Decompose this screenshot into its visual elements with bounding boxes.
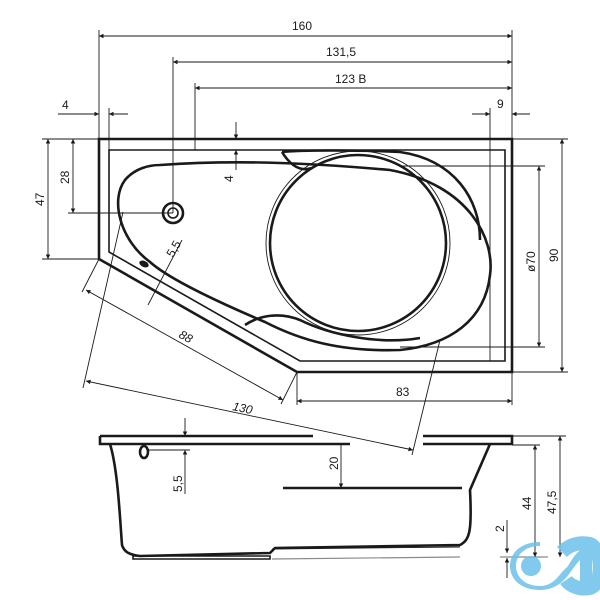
dim-drain-offset: 28 — [58, 170, 72, 184]
dim-overflow-offset: 5,5 — [171, 475, 185, 492]
inner-rim — [108, 149, 506, 362]
dim-inner-rim-offset: 4 — [222, 175, 236, 182]
armrest-top-tip — [280, 151, 313, 171]
dim-bottom-straight: 83 — [396, 385, 410, 399]
dim-angled-side: 88 — [177, 327, 196, 346]
side-body — [108, 443, 492, 558]
dim-seat-depth: 20 — [327, 456, 341, 470]
side-overflow-icon — [138, 444, 150, 460]
side-view: 5,5 20 44 47,5 2 — [98, 418, 566, 578]
dim-length-b: 123 B — [335, 72, 366, 86]
dim-diagonal: 130 — [231, 399, 254, 417]
outer-rim — [97, 137, 514, 374]
dim-length-to-drain: 131,5 — [326, 45, 356, 59]
dim-circle-diameter: ø70 — [524, 251, 538, 272]
watermark-logo — [510, 536, 600, 596]
dim-left-height: 47 — [33, 192, 47, 206]
overflow-icon — [139, 260, 149, 268]
dim-overall-height: 47,5 — [545, 490, 559, 514]
dim-foot-height: 2 — [493, 525, 507, 532]
dim-right-rim-offset: 9 — [497, 97, 504, 111]
seat-circle — [268, 153, 448, 333]
dim-overall-width: 90 — [547, 248, 561, 262]
dim-left-rim-offset: 4 — [62, 98, 69, 112]
dim-inner-height: 44 — [520, 496, 534, 510]
armrest-top — [281, 149, 482, 241]
side-rim-left — [98, 434, 350, 446]
top-view: 160 131,5 123 B 4 9 47 28 4 5 — [33, 19, 568, 456]
dim-overall-length: 160 — [292, 19, 312, 33]
side-rim-right — [423, 434, 514, 446]
